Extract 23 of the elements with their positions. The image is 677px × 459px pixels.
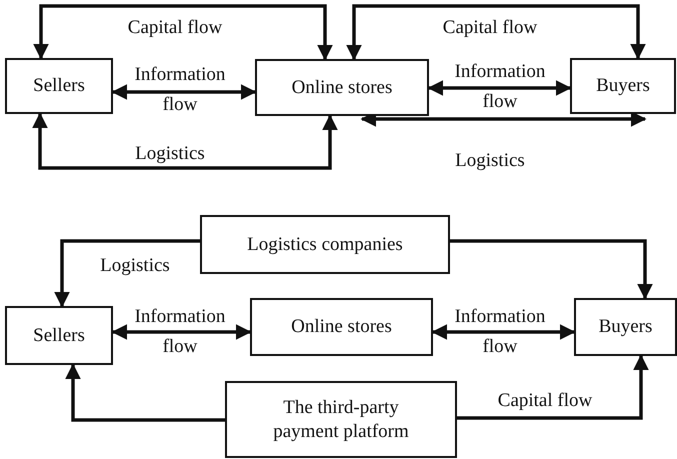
process-box: Logistics companies (200, 215, 450, 274)
edge-label: Information flow (134, 63, 226, 117)
edge-label: Information flow (134, 305, 226, 359)
arrow (111, 84, 257, 100)
arrow (32, 112, 338, 170)
arrow (54, 239, 200, 308)
process-box: Buyers (570, 58, 676, 114)
edge-label: Information flow (454, 305, 546, 359)
arrow (427, 80, 572, 96)
arrow (346, 4, 646, 61)
arrow (33, 4, 333, 61)
process-box: Online stores (255, 59, 429, 116)
arrow (111, 324, 252, 340)
arrow (450, 239, 653, 300)
arrow (65, 363, 225, 422)
arrow (457, 354, 649, 420)
process-box: Buyers (574, 298, 677, 356)
process-box: Online stores (250, 298, 433, 356)
process-box: Sellers (5, 58, 113, 114)
process-box: The third-party payment platform (225, 381, 457, 458)
process-box: Sellers (5, 306, 113, 365)
arrow (431, 324, 576, 340)
edge-label: Information flow (454, 60, 546, 114)
